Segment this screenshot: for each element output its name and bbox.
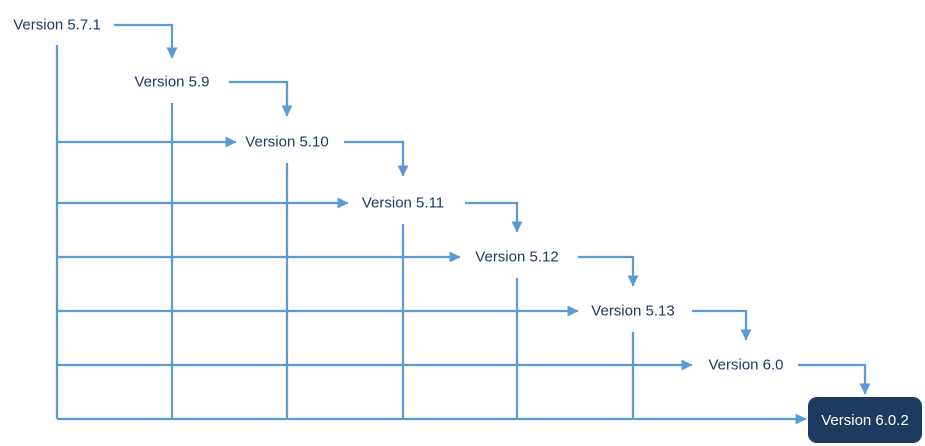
- node-version-5-12: Version 5.12: [475, 248, 559, 266]
- elbow-arrow-v513-to-v60: [692, 309, 752, 341]
- elbow-arrow-v59-to-v510: [229, 80, 293, 117]
- elbow-arrow-v571-to-v59: [114, 23, 178, 59]
- elbow-arrow-v510-to-v511: [344, 140, 409, 177]
- elbow-arrow-v512-to-v513: [578, 255, 639, 287]
- node-version-5-7-1: Version 5.7.1: [13, 16, 101, 34]
- elbow-arrow-v60-to-v602: [798, 363, 871, 395]
- node-version-6-0-2: Version 6.0.2: [808, 397, 922, 443]
- end-node-label: Version 6.0.2: [821, 411, 909, 429]
- elbow-arrow-v511-to-v512: [465, 201, 523, 233]
- node-version-5-13: Version 5.13: [591, 302, 675, 320]
- node-version-5-9: Version 5.9: [134, 73, 210, 91]
- node-version-5-11: Version 5.11: [361, 194, 445, 212]
- node-version-6-0: Version 6.0: [708, 356, 784, 374]
- node-version-5-10: Version 5.10: [245, 133, 329, 151]
